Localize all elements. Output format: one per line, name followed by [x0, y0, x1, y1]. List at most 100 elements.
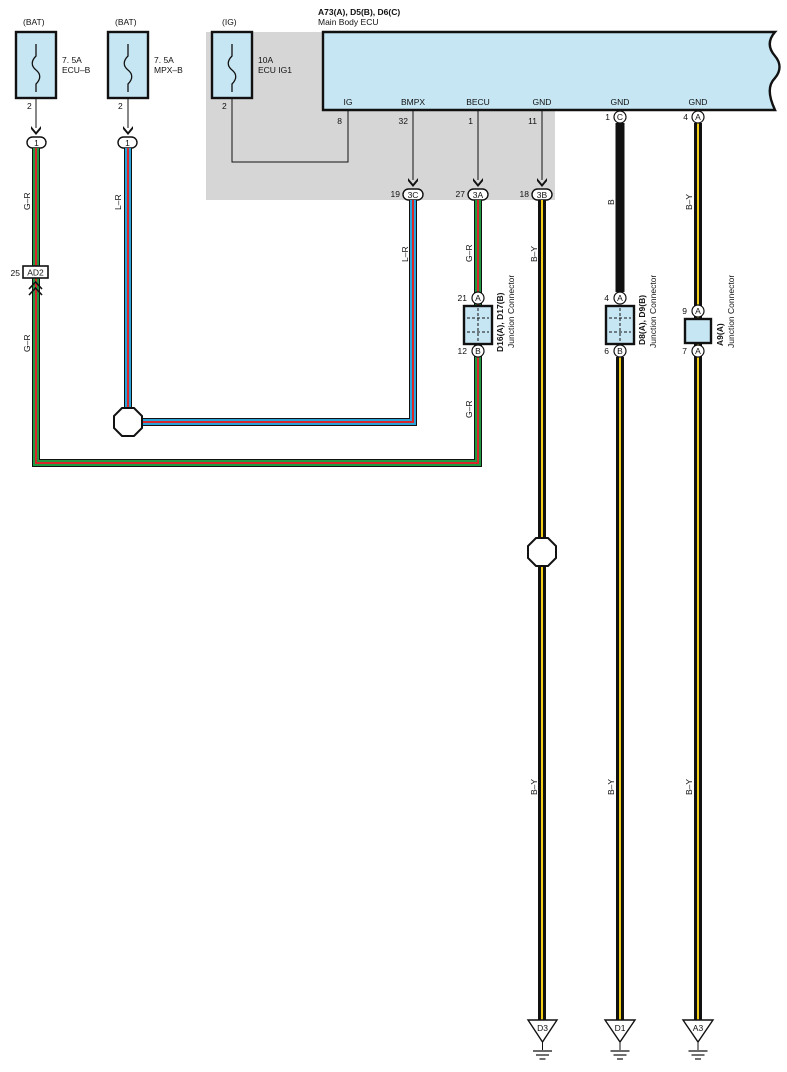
ecu-gnd-pin-a: A [691, 110, 705, 124]
fuse-rating: 7. 5A [154, 55, 174, 65]
junction-conn: A [617, 293, 623, 303]
fuse-element-icon [31, 44, 41, 92]
ground-icon [688, 1050, 708, 1060]
ecu-terminal-gnd: GND [533, 97, 552, 107]
wire-label: B–Y [529, 246, 539, 262]
connector-pin: 19 [391, 189, 401, 199]
connector-arrow-icon [408, 178, 547, 187]
ecu-box [321, 30, 781, 112]
ground-id: A3 [693, 1023, 704, 1033]
ecu-gnd-conn: A [695, 112, 701, 122]
wire-label: G–R [464, 245, 474, 262]
connector-arrow-icon [31, 126, 41, 135]
wire-label: G–R [22, 335, 32, 352]
wire-label: B–Y [684, 779, 694, 795]
junction-conn: B [617, 346, 623, 356]
inline-connector-ad2: 25 AD2 [11, 265, 49, 296]
wire-label: G–R [22, 193, 32, 210]
main-body-ecu: A73(A), D5(B), D6(C) Main Body ECU IG BM… [318, 7, 781, 126]
ecu-terminal-becu: BECU [466, 97, 490, 107]
junction-conn: A [475, 293, 481, 303]
junction-a9: 9 A 7 A A9(A) Junction Connector [682, 275, 736, 358]
connector-pin: 27 [456, 189, 466, 199]
connector-pin: 25 [11, 268, 21, 278]
ground-id: D1 [615, 1023, 626, 1033]
fuse-element-icon [227, 44, 237, 92]
fuse-pin: 2 [118, 101, 123, 111]
wire-labels: G–R G–R L–R L–R G–R G–R B–Y B–Y B B–Y B–… [22, 193, 694, 795]
wire-l-r [124, 148, 417, 426]
wire-label: G–R [464, 401, 474, 418]
wire-label: L–R [113, 194, 123, 210]
junction-pin: 4 [604, 293, 609, 303]
junction-name: A9(A) [715, 323, 725, 346]
splice-point [527, 537, 557, 567]
ecu-terminal-ig: IG [344, 97, 353, 107]
ecu-pin: 32 [399, 116, 409, 126]
ecu-terminal-bmpx: BMPX [401, 97, 425, 107]
wire-label: L–R [400, 246, 410, 262]
ecu-pin: 8 [337, 116, 342, 126]
fuse-pin: 2 [222, 101, 227, 111]
fuse-element-icon [123, 44, 133, 92]
fuse-name: ECU–B [62, 65, 91, 75]
fuse-box [14, 30, 58, 100]
splice-point [113, 407, 143, 437]
ground-d1: D1 [603, 1019, 637, 1060]
ecu-subtitle: Main Body ECU [318, 17, 378, 27]
junction-desc: Junction Connector [506, 275, 516, 348]
junction-pin: 21 [458, 293, 468, 303]
fuse-rating: 7. 5A [62, 55, 82, 65]
wire-label: B–Y [684, 194, 694, 210]
junction-conn: A [695, 346, 701, 356]
ecu-pin: 11 [528, 116, 537, 126]
junction-name: D8(A), D9(B) [637, 295, 647, 345]
fuse-ecu-ig1: (IG) 10A ECU IG1 2 [210, 17, 292, 111]
ecu-gnd-pin-c: C [613, 110, 627, 124]
fuse-source-label: (BAT) [23, 17, 45, 27]
ground-id: D3 [537, 1023, 548, 1033]
junction-name: D16(A), D17(B) [495, 292, 505, 352]
junction-conn: A [695, 306, 701, 316]
fuse-source-label: (BAT) [115, 17, 137, 27]
connector-id: 3A [473, 190, 484, 200]
fuse-ecu-b: (BAT) 7. 5A ECU–B 2 1 [14, 17, 91, 149]
fuse-name: MPX–B [154, 65, 183, 75]
ecu-title: A73(A), D5(B), D6(C) [318, 7, 400, 17]
ecu-gnd-conn: C [617, 112, 623, 122]
wire-ig [231, 98, 349, 163]
junction-pin: 7 [682, 346, 687, 356]
connector-id: 1 [34, 138, 39, 148]
junction-d16-d17: 21 A 12 B D16(A), D17(B) Junction Connec… [458, 275, 516, 358]
junction-conn: B [475, 346, 481, 356]
relay-connector-3a: 27 3A [456, 188, 489, 201]
wire-label: B [606, 199, 616, 205]
connector-id: 3B [537, 190, 548, 200]
ecu-terminal-gnd: GND [611, 97, 630, 107]
connector-pin: 18 [520, 189, 530, 199]
wire-layer [32, 123, 702, 1020]
connector-id: 3C [408, 190, 419, 200]
junction-desc: Junction Connector [648, 275, 658, 348]
ground-d3: D3 [526, 1019, 559, 1060]
fuse-mpx-b: (BAT) 7. 5A MPX–B 2 1 [106, 17, 183, 149]
ecu-pin: 1 [468, 116, 473, 126]
ground-icon [533, 1050, 552, 1060]
relay-connector-3b: 18 3B [520, 188, 553, 201]
junction-pin: 12 [458, 346, 468, 356]
junction-pin: 9 [682, 306, 687, 316]
relay-connector-3c: 19 3C [391, 188, 424, 201]
fuse-rating: 10A [258, 55, 273, 65]
ecu-pin: 4 [683, 112, 688, 122]
junction-d8-d9: 4 A 6 B D8(A), D9(B) Junction Connector [604, 275, 658, 358]
ground-a3: A3 [681, 1019, 715, 1060]
ecu-terminal-gnd: GND [689, 97, 708, 107]
connector-id: AD2 [27, 268, 44, 278]
ground-icon [610, 1050, 630, 1060]
junction-desc: Junction Connector [726, 275, 736, 348]
fuse-source-label: (IG) [222, 17, 237, 27]
wire-label: B–Y [529, 779, 539, 795]
fuse-name: ECU IG1 [258, 65, 292, 75]
connector-arrow-icon [123, 126, 133, 135]
